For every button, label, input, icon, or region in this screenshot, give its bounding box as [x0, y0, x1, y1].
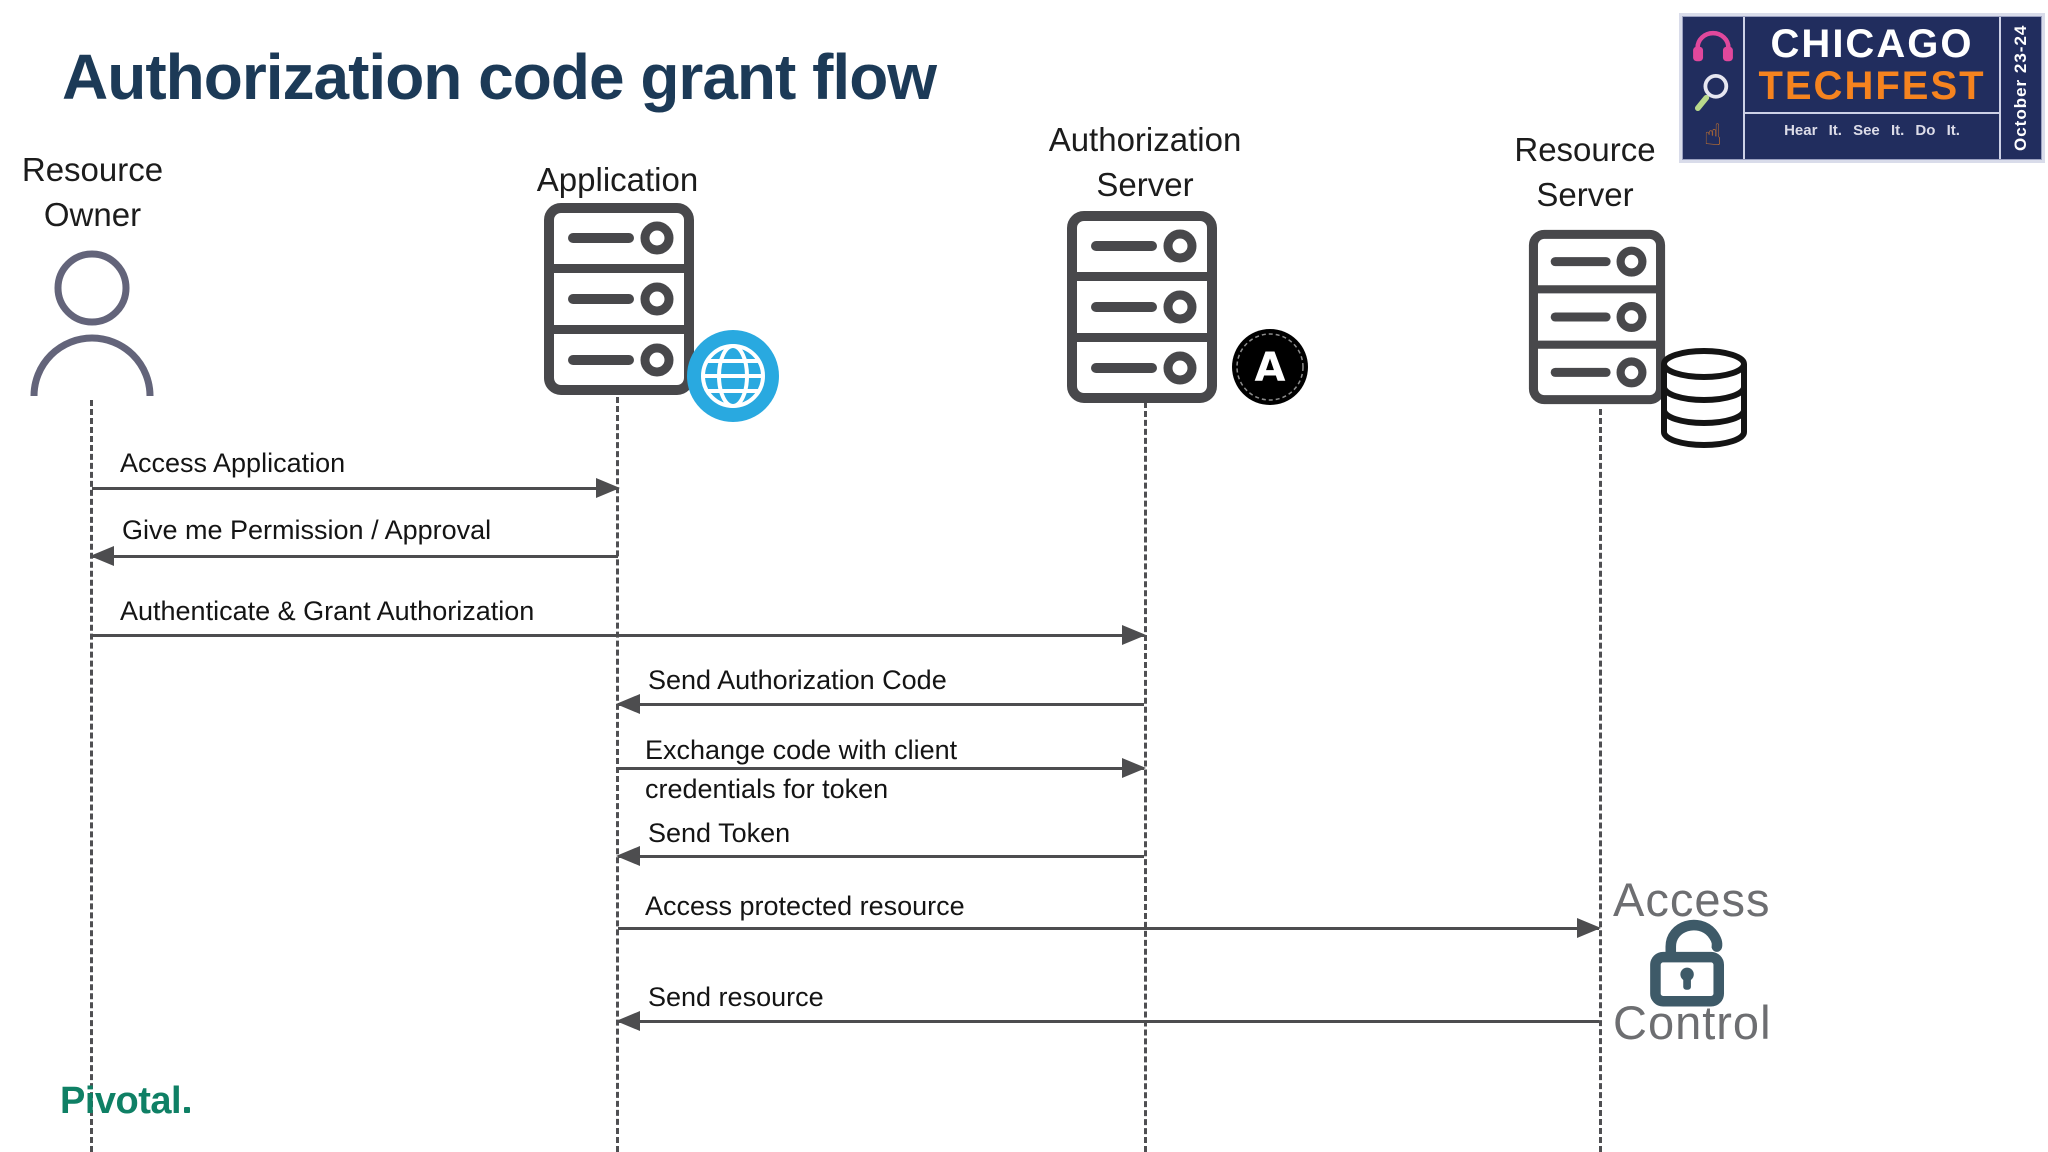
arrowhead-left-icon	[616, 694, 640, 714]
arrowhead-right-icon	[1122, 625, 1146, 645]
arrowhead-right-icon	[596, 478, 620, 498]
message-arrow-send-auth-code	[616, 694, 1144, 714]
headphones-icon	[1693, 31, 1733, 62]
badge-tagline: Hear It. See It. Do It.	[1784, 122, 1960, 139]
message-label: Give me Permission / Approval	[122, 515, 492, 545]
actor-resource-owner-label: Resource Owner	[21, 151, 164, 233]
message-arrow-access-protected-resource	[618, 918, 1601, 938]
message-arrow-send-resource	[616, 1011, 1599, 1031]
techfest-badge-inner: ☝ CHICAGO TECHFEST Hear It. See It. Do I…	[1682, 16, 2042, 160]
pivotal-wordmark: Pivotal	[60, 1080, 182, 1122]
magnifier-icon	[1694, 73, 1729, 111]
page-title: Authorization code grant flow	[62, 41, 937, 113]
message-label: Authenticate & Grant Authorization	[120, 596, 535, 626]
person-icon	[30, 250, 154, 396]
message-arrow-authenticate-grant	[92, 625, 1146, 645]
message-arrow-give-permission	[90, 546, 618, 566]
badge-dates: October 23-24	[2011, 24, 2030, 152]
message-label: Send Authorization Code	[648, 665, 947, 695]
arrowhead-right-icon	[1577, 918, 1601, 938]
server-icon	[1528, 229, 1666, 405]
hand-icon: ☝	[1703, 117, 1723, 153]
badge-city: CHICAGO	[1770, 22, 1974, 66]
actor-resource-server-label: Resource Server	[1514, 131, 1656, 213]
open-padlock-icon	[1650, 919, 1725, 1007]
message-label: Exchange code with client	[645, 735, 958, 765]
pivotal-logo: Pivotal	[60, 1080, 191, 1123]
lifeline-resource-owner	[90, 400, 93, 1152]
server-icon	[1067, 211, 1217, 403]
access-control-line2: Control	[1613, 996, 1772, 1049]
message-label: credentials for token	[645, 774, 889, 804]
message-label: Access Application	[120, 448, 346, 478]
globe-icon	[687, 330, 779, 422]
server-icon	[544, 203, 694, 395]
techfest-badge: ☝ CHICAGO TECHFEST Hear It. See It. Do I…	[1679, 13, 2045, 163]
lifeline-application	[616, 397, 619, 1152]
uaa-badge-icon: A	[1232, 329, 1308, 405]
badge-divider	[1745, 112, 1999, 114]
trademark-dot	[184, 1107, 191, 1113]
badge-icon-column: ☝	[1683, 17, 1743, 159]
database-icon	[1661, 348, 1747, 448]
arrowhead-left-icon	[616, 846, 640, 866]
lifeline-resource-server	[1599, 409, 1602, 1152]
actor-authorization-server-label: Authorization Server	[1048, 121, 1242, 203]
uaa-letter: A	[1255, 345, 1286, 391]
arrowhead-right-icon	[1122, 758, 1146, 778]
arrowhead-left-icon	[616, 1011, 640, 1031]
access-control-line1: Access	[1613, 873, 1771, 926]
message-label: Send resource	[648, 982, 824, 1012]
arrowhead-left-icon	[90, 546, 114, 566]
message-arrow-send-token	[616, 846, 1144, 866]
message-arrow-exchange-code	[618, 758, 1146, 778]
message-label: Access protected resource	[645, 891, 965, 921]
badge-text-block: CHICAGO TECHFEST Hear It. See It. Do It.	[1743, 17, 2001, 159]
message-label: Send Token	[648, 818, 791, 848]
actor-application-label: Application	[536, 161, 699, 198]
badge-event-name: TECHFEST	[1758, 64, 1986, 108]
message-arrow-access-application	[92, 478, 620, 498]
